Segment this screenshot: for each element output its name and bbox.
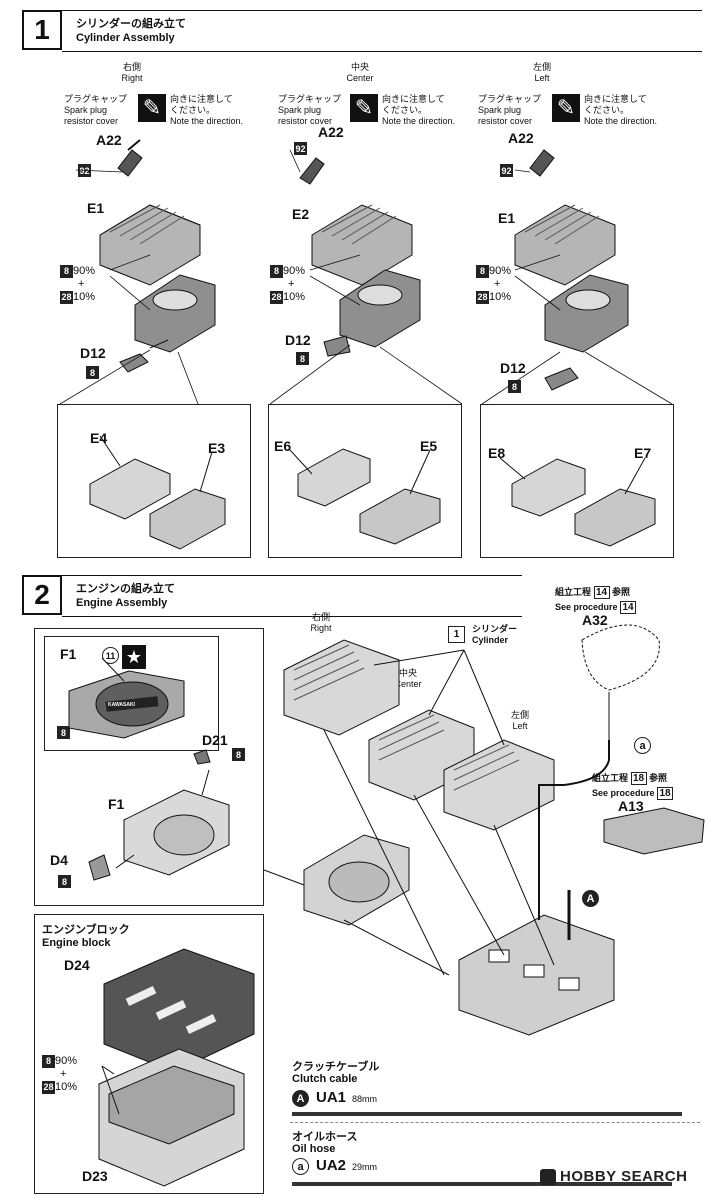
- watermark: HOBBY SEARCH: [540, 1168, 687, 1186]
- warning-icon: ✎: [138, 94, 166, 122]
- step1-title-jp: シリンダーの組み立て: [76, 18, 186, 30]
- step2-title-jp: エンジンの組み立て: [76, 583, 175, 595]
- divider: [290, 1122, 700, 1124]
- oil-title-jp: オイルホース: [292, 1131, 358, 1143]
- block-part-top: D24: [64, 957, 90, 973]
- warning-icon: ✎: [552, 94, 580, 122]
- step1-header-bar: [62, 10, 702, 52]
- clutch-cable-bar: [292, 1112, 682, 1116]
- col1-note: 向きに注意してください。Note the direction.: [170, 94, 244, 126]
- oil-length: 29mm: [352, 1162, 378, 1172]
- col2-note: 向きに注意してください。Note the direction.: [382, 94, 456, 126]
- oil-code: UA2: [316, 1157, 347, 1174]
- kawasaki-logo: KAWASAKI: [108, 702, 135, 708]
- block-title-jp: エンジンブロック: [42, 924, 130, 936]
- d4-color: 8: [58, 875, 71, 888]
- clutch-title-en: Clutch cable: [292, 1073, 358, 1085]
- d21-part: D21: [202, 732, 228, 748]
- col3-part-cap: A22: [508, 130, 534, 146]
- f1-part: F1: [108, 796, 125, 812]
- oil-hose-bar: [292, 1182, 672, 1186]
- oil-marker: a: [292, 1158, 309, 1175]
- marker-a-small: a: [634, 737, 651, 754]
- detail-e3: E3: [208, 440, 226, 456]
- hobbysearch-logo-icon: [540, 1169, 556, 1186]
- step1-illustration: [59, 139, 673, 405]
- col2-part-cap: A22: [318, 124, 344, 140]
- detail-e7: E7: [634, 445, 652, 461]
- block-part-bottom: D23: [82, 1168, 108, 1184]
- step1-title-en: Cylinder Assembly: [76, 32, 175, 44]
- a13-part: A13: [618, 798, 644, 814]
- col3-color-cap: 92: [500, 164, 513, 177]
- a13-ref: 組立工程 18 参照 See procedure 18: [592, 772, 674, 800]
- step2-header-bar: [62, 575, 522, 617]
- f1-inset-drawing: [68, 657, 185, 739]
- col1-part-head: E1: [87, 200, 105, 216]
- d4-part: D4: [50, 852, 68, 868]
- a32-ref: 組立工程 14 参照 See procedure 14: [555, 586, 637, 614]
- col3-color-clip: 8: [508, 380, 521, 393]
- clutch-code: UA1: [316, 1089, 347, 1106]
- detail-e4: E4: [90, 430, 108, 446]
- col1-part-clip: D12: [80, 345, 106, 361]
- col2-part-clip: D12: [285, 332, 311, 348]
- col3-part-head: E1: [498, 210, 516, 226]
- col3-note: 向きに注意してください。Note the direction.: [584, 94, 658, 126]
- step1-number: 1: [22, 10, 62, 50]
- col2-part-head: E2: [292, 206, 310, 222]
- f1-drawing: [88, 749, 230, 881]
- engine-block-drawing: [98, 948, 255, 1187]
- detail-e5: E5: [420, 438, 438, 454]
- col2-color-clip: 8: [296, 352, 309, 365]
- clutch-length: 88mm: [352, 1094, 378, 1104]
- marker-a-big: A: [582, 890, 599, 907]
- d21-color: 8: [232, 748, 245, 761]
- decal-number: 11: [102, 647, 119, 664]
- col2-color-cap: 92: [294, 142, 307, 155]
- detail-illustrations: [89, 435, 656, 550]
- col1-color-clip: 8: [86, 366, 99, 379]
- warning-icon: ✎: [350, 94, 378, 122]
- block-title-en: Engine block: [42, 937, 111, 949]
- col3-part-clip: D12: [500, 360, 526, 376]
- f1-inset-color: 8: [57, 726, 70, 739]
- a32-part: A32: [582, 612, 608, 628]
- clutch-title-jp: クラッチケーブル: [292, 1061, 380, 1073]
- step2-title-en: Engine Assembly: [76, 597, 168, 609]
- star-icon: ★: [122, 645, 146, 669]
- clutch-marker: A: [292, 1090, 309, 1107]
- cylinder-ref-num: 1: [448, 626, 465, 643]
- f1-inset-part: F1: [60, 646, 77, 662]
- oil-title-en: Oil hose: [292, 1143, 336, 1155]
- step2-number: 2: [22, 575, 62, 615]
- col1-part-cap: A22: [96, 132, 122, 148]
- step2-main-drawing: [264, 624, 705, 1036]
- detail-e6: E6: [274, 438, 292, 454]
- detail-e8: E8: [488, 445, 506, 461]
